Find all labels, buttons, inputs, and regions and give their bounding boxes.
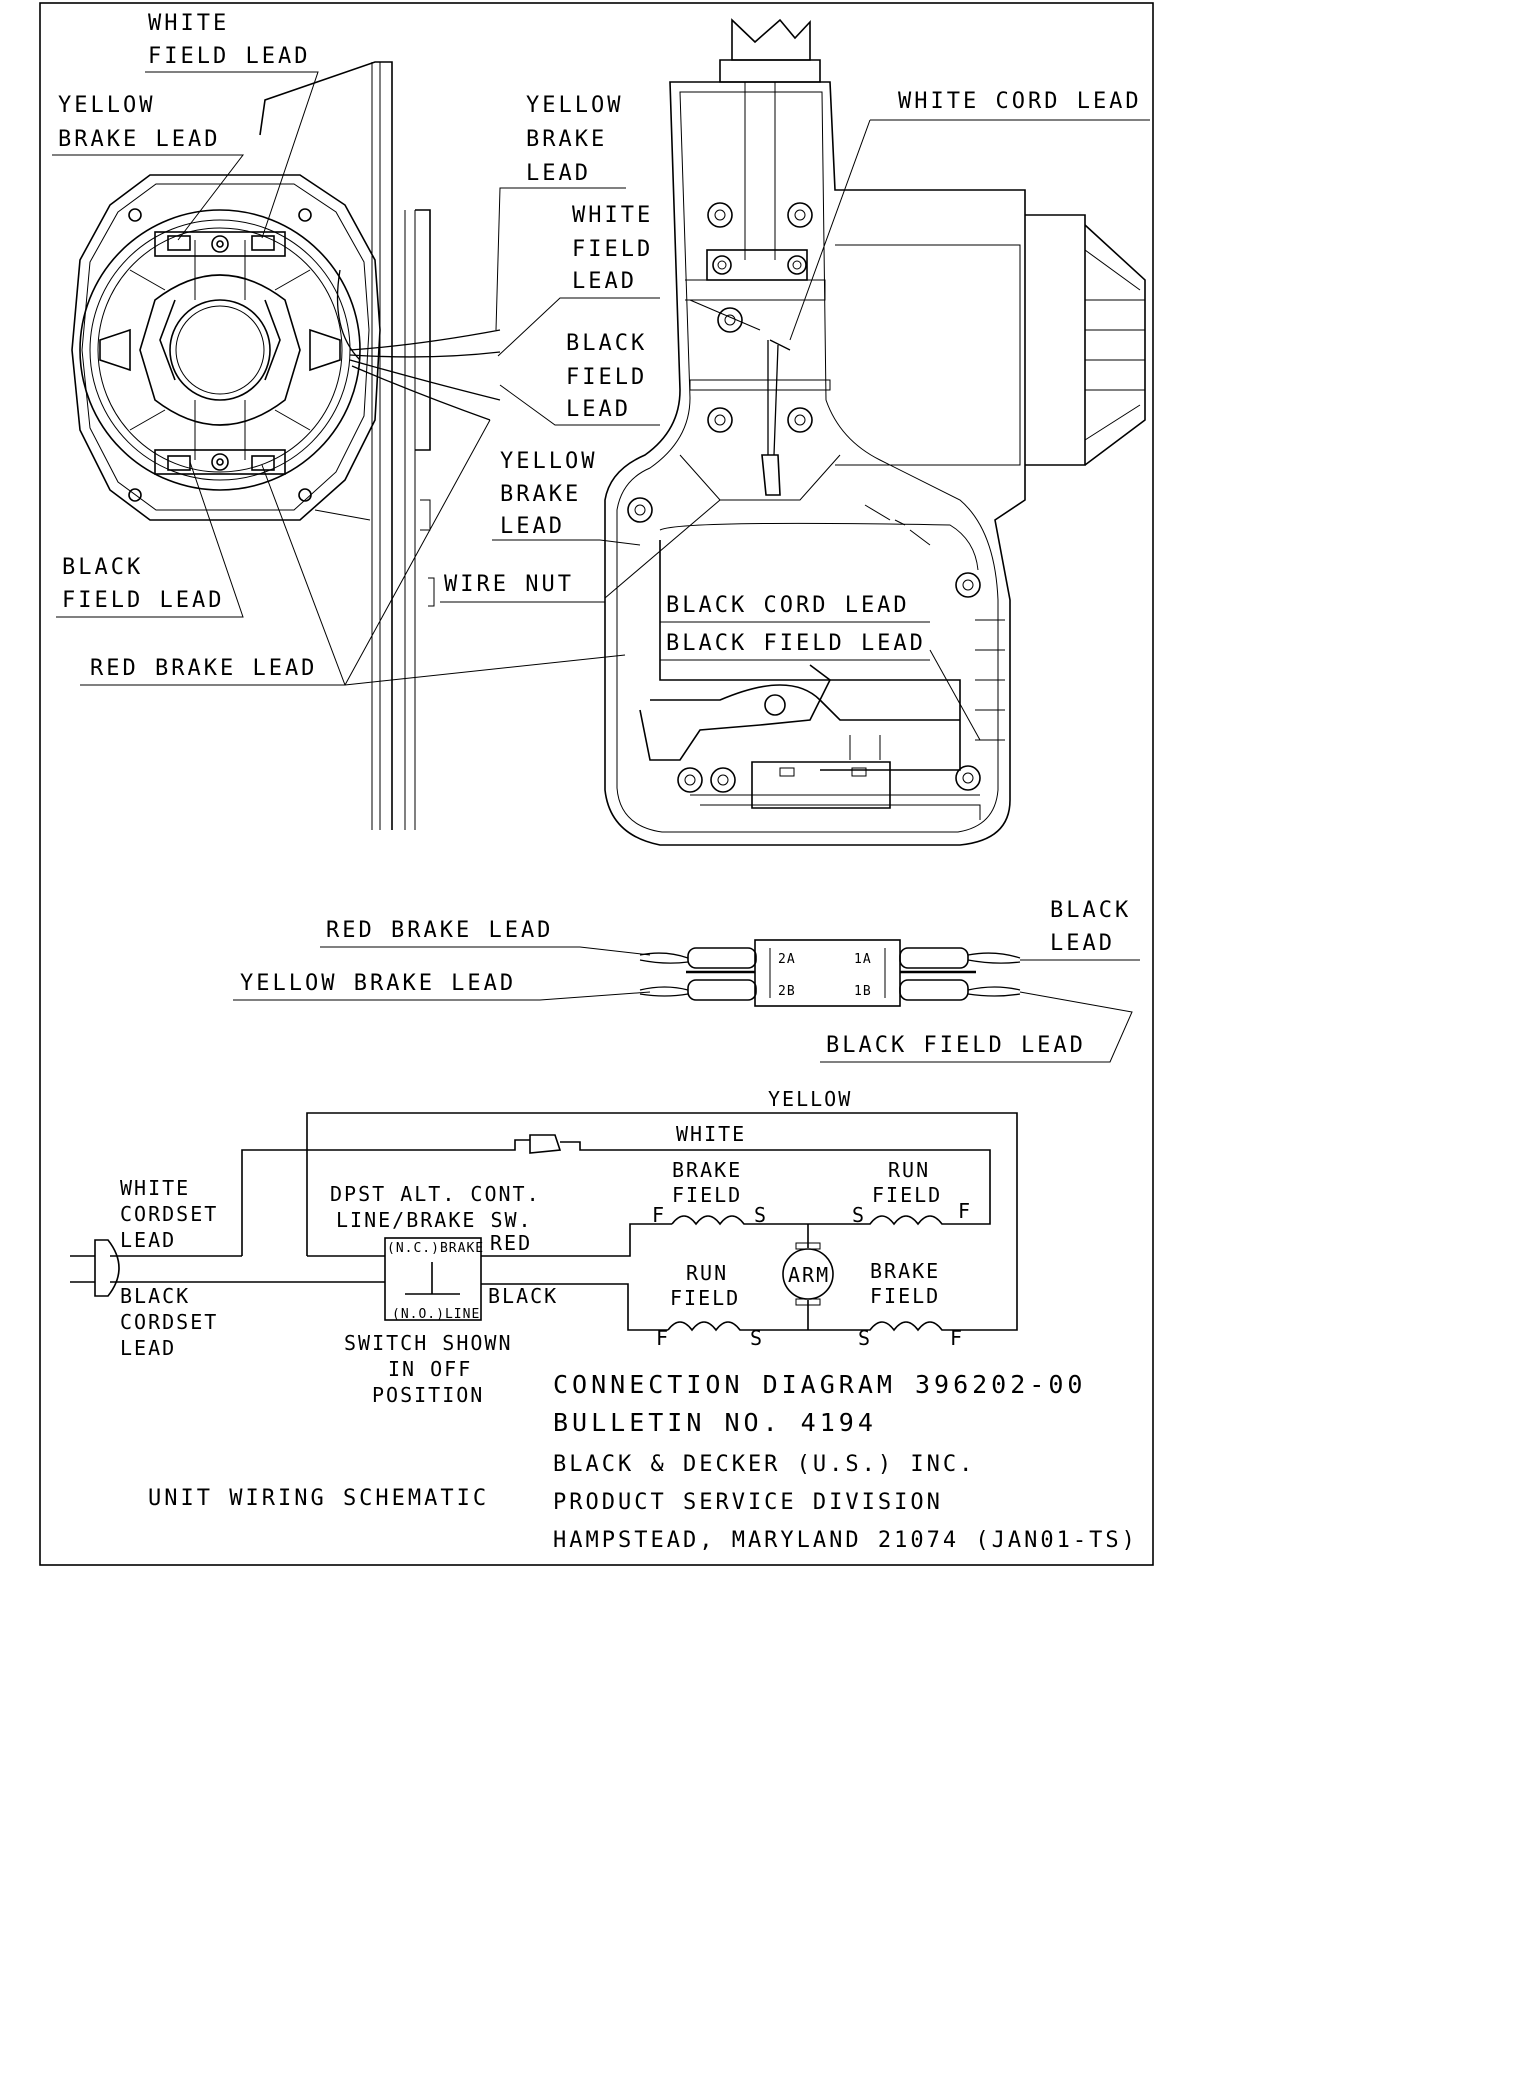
svg-text:BLACK: BLACK [62, 555, 143, 580]
switch-note-2: IN OFF [388, 1357, 472, 1381]
svg-text:YELLOW BRAKE LEAD: YELLOW BRAKE LEAD [240, 971, 516, 996]
plug-icon [94, 1239, 120, 1297]
black-cordset-label-1: BLACK [120, 1284, 190, 1308]
black-field-lead-handle-label: BLACK FIELD LEAD [660, 631, 930, 661]
armature-label: ARM [788, 1263, 830, 1287]
bulletin-number: BULLETIN NO. 4194 [553, 1408, 877, 1437]
white-cord-lead-label: WHITE CORD LEAD [870, 89, 1150, 121]
terminal-1a: 1A [854, 952, 872, 967]
wiring-schematic: YELLOW WHITE (N.C.)BRAKE (N.O.)LINE RED … [70, 1087, 1018, 1511]
svg-text:BRAKE: BRAKE [526, 127, 607, 152]
svg-text:BLACK: BLACK [1050, 898, 1131, 923]
svg-text:WIRE NUT: WIRE NUT [444, 572, 574, 597]
division-name: PRODUCT SERVICE DIVISION [553, 1490, 943, 1515]
brake-field-bottom-label-2: FIELD [870, 1284, 940, 1308]
run-field-bottom-label-1: RUN [686, 1261, 728, 1285]
run-field-top-label-1: RUN [888, 1158, 930, 1182]
svg-text:BLACK: BLACK [566, 331, 647, 356]
black-cord-lead-label: BLACK CORD LEAD [660, 593, 930, 623]
switch-nc-label: (N.C.)BRAKE [387, 1241, 484, 1256]
red-wire-label: RED [490, 1231, 532, 1255]
switch-no-label: (N.O.)LINE [392, 1307, 480, 1322]
brake-field-top-label-2: FIELD [672, 1183, 742, 1207]
motor-field-assembly [71, 61, 501, 830]
white-cordset-label-1: WHITE [120, 1176, 190, 1200]
run-field-top-s: S [852, 1203, 866, 1227]
svg-text:YELLOW: YELLOW [500, 449, 597, 474]
brake-field-bottom-s: S [858, 1326, 872, 1350]
brake-field-top-f: F [652, 1203, 666, 1227]
svg-text:BRAKE LEAD: BRAKE LEAD [58, 127, 220, 152]
svg-text:YELLOW: YELLOW [526, 93, 623, 118]
brake-field-top-label-1: BRAKE [672, 1158, 742, 1182]
white-cordset-label-3: LEAD [120, 1228, 176, 1252]
black-wire-label: BLACK [488, 1284, 558, 1308]
black-cordset-label-2: CORDSET [120, 1310, 218, 1334]
run-field-bottom-label-2: FIELD [670, 1286, 740, 1310]
switch-black-field-lead-label: BLACK FIELD LEAD [820, 991, 1133, 1063]
svg-text:WHITE: WHITE [572, 203, 653, 228]
black-cordset-label-3: LEAD [120, 1336, 176, 1360]
terminal-2a: 2A [778, 952, 796, 967]
svg-text:LEAD: LEAD [526, 161, 591, 186]
switch-body [754, 939, 901, 1007]
connection-diagram-title: CONNECTION DIAGRAM 396202-00 [553, 1370, 1086, 1399]
svg-text:FIELD: FIELD [566, 365, 647, 390]
svg-text:LEAD: LEAD [500, 514, 565, 539]
title-block: CONNECTION DIAGRAM 396202-00 BULLETIN NO… [553, 1370, 1138, 1553]
line-brake-switch [384, 1237, 482, 1321]
yellow-wire-label: YELLOW [768, 1087, 852, 1111]
switch-red-brake-lead-label: RED BRAKE LEAD [320, 918, 651, 956]
white-field-lead-top-label: WHITE FIELD LEAD [145, 11, 319, 239]
yellow-brake-lead-left-label: YELLOW BRAKE LEAD [52, 93, 245, 241]
svg-text:BLACK FIELD LEAD: BLACK FIELD LEAD [826, 1033, 1086, 1058]
switch-detail: 2A 2B 1A 1B [639, 939, 1021, 1007]
svg-text:WHITE CORD LEAD: WHITE CORD LEAD [898, 89, 1142, 114]
schematic-title: UNIT WIRING SCHEMATIC [148, 1486, 489, 1511]
svg-text:LEAD: LEAD [1050, 931, 1115, 956]
svg-text:BLACK CORD LEAD: BLACK CORD LEAD [666, 593, 910, 618]
run-field-top-label-2: FIELD [872, 1183, 942, 1207]
connection-diagram-sheet: WHITE FIELD LEAD YELLOW BRAKE LEAD YELLO… [39, 2, 1154, 1566]
terminal-1b: 1B [854, 984, 872, 999]
run-field-bottom-s: S [750, 1326, 764, 1350]
svg-text:BRAKE: BRAKE [500, 482, 581, 507]
switch-title-1: DPST ALT. CONT. [330, 1182, 541, 1206]
svg-text:LEAD: LEAD [572, 269, 637, 294]
white-wire-label: WHITE [676, 1122, 746, 1146]
sheet-border [39, 2, 1154, 1566]
white-cordset-label-2: CORDSET [120, 1202, 218, 1226]
svg-text:BLACK FIELD LEAD: BLACK FIELD LEAD [666, 631, 926, 656]
top-field-coils [671, 1215, 970, 1226]
company-name: BLACK & DECKER (U.S.) INC. [553, 1452, 975, 1477]
svg-text:FIELD: FIELD [572, 237, 653, 262]
svg-text:FIELD LEAD: FIELD LEAD [148, 44, 310, 69]
white-field-lead-mid-label: WHITE FIELD LEAD [497, 203, 660, 357]
brake-field-bottom-label-1: BRAKE [870, 1259, 940, 1283]
address-date: HAMPSTEAD, MARYLAND 21074 (JAN01-TS) [553, 1528, 1138, 1553]
switch-title-2: LINE/BRAKE SW. [336, 1208, 533, 1232]
yellow-brake-lead-mid-label: YELLOW BRAKE LEAD [495, 93, 626, 331]
run-field-top-f: F [958, 1199, 972, 1223]
svg-text:LEAD: LEAD [566, 397, 631, 422]
svg-text:RED BRAKE LEAD: RED BRAKE LEAD [90, 656, 317, 681]
run-field-bottom-f: F [656, 1326, 670, 1350]
black-field-lead-mid-label: BLACK FIELD LEAD [499, 331, 660, 426]
handle-housing-assembly [344, 18, 1146, 846]
switch-note-1: SWITCH SHOWN [344, 1331, 513, 1355]
terminal-2b: 2B [778, 984, 796, 999]
red-brake-lead-label: RED BRAKE LEAD [80, 419, 491, 686]
switch-black-lead-label: BLACK LEAD [1020, 898, 1140, 961]
svg-text:RED BRAKE LEAD: RED BRAKE LEAD [326, 918, 553, 943]
svg-text:WHITE: WHITE [148, 11, 229, 36]
black-field-lead-left-label: BLACK FIELD LEAD [56, 461, 244, 618]
brake-field-top-s: S [754, 1203, 768, 1227]
svg-text:YELLOW: YELLOW [58, 93, 155, 118]
wire-nut-label: WIRE NUT [428, 572, 605, 607]
svg-text:FIELD LEAD: FIELD LEAD [62, 588, 224, 613]
brake-field-bottom-f: F [950, 1326, 964, 1350]
yellow-brake-lead-lower-label: YELLOW BRAKE LEAD [492, 449, 600, 541]
switch-yellow-brake-lead-label: YELLOW BRAKE LEAD [233, 971, 651, 1001]
switch-note-3: POSITION [372, 1383, 484, 1407]
